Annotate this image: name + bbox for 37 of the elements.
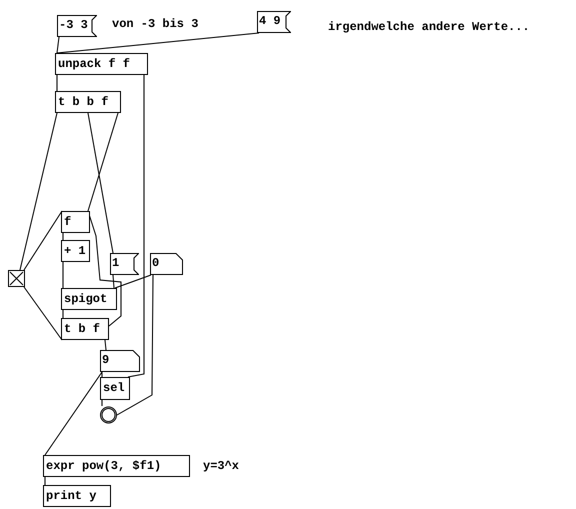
comment-text: y=3^x bbox=[203, 459, 240, 473]
patch-cord bbox=[62, 262, 64, 288]
patch-cord bbox=[114, 274, 152, 288]
patch-cord bbox=[56, 36, 60, 54]
patch-cord bbox=[62, 232, 64, 240]
number-box: 9 bbox=[100, 350, 140, 372]
object-box: t b f bbox=[61, 318, 109, 340]
patch-cord bbox=[112, 274, 114, 288]
bang-box bbox=[100, 406, 117, 424]
object-box: f bbox=[61, 211, 90, 233]
message-box: 4 9 bbox=[257, 11, 291, 33]
patch-cord bbox=[44, 476, 46, 486]
patch-cord bbox=[56, 32, 260, 54]
message-box: 1 bbox=[110, 253, 139, 275]
patch-cord bbox=[88, 112, 114, 254]
comment-text: von -3 bis 3 bbox=[112, 17, 198, 31]
object-box: + 1 bbox=[61, 240, 90, 262]
patch-cord bbox=[44, 372, 102, 456]
patch-cord bbox=[20, 112, 58, 270]
number-box: 0 bbox=[150, 253, 183, 275]
patch-cord bbox=[62, 310, 64, 318]
patch-cord bbox=[88, 112, 118, 212]
patch-cord bbox=[24, 210, 62, 270]
patch-cord bbox=[24, 286, 62, 340]
patch-cord bbox=[116, 274, 154, 416]
object-box: print y bbox=[43, 485, 111, 507]
object-box: t b b f bbox=[55, 91, 121, 113]
patch-cord bbox=[128, 74, 144, 378]
toggle-box bbox=[8, 270, 25, 287]
object-box: spigot bbox=[61, 288, 117, 310]
comment-text: irgendwelche andere Werte... bbox=[328, 20, 530, 34]
object-box: expr pow(3, $f1) bbox=[43, 455, 190, 477]
patch-cord bbox=[56, 74, 58, 92]
message-box: -3 3 bbox=[57, 15, 97, 37]
object-box: unpack f f bbox=[55, 53, 148, 75]
object-box: sel bbox=[100, 377, 130, 400]
patch-cord bbox=[104, 340, 106, 350]
